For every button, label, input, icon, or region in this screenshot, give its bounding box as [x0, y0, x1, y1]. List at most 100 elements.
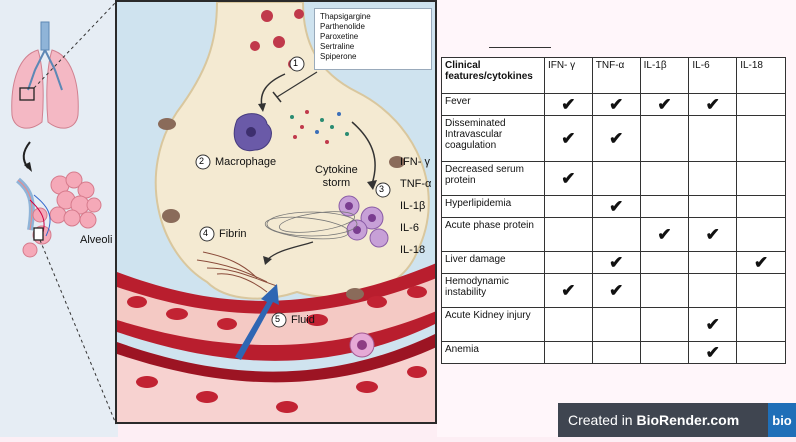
checkmark-icon: ✔ — [639, 93, 690, 116]
empty-cell — [736, 307, 786, 342]
feature-cell: Hemodynamic instability — [441, 273, 545, 308]
empty-cell — [736, 115, 786, 162]
watermark-text: Created in BioRender.com — [568, 412, 740, 428]
table-row: Disseminated Intravascular coagulation✔✔ — [441, 115, 786, 162]
empty-cell — [543, 307, 593, 342]
table-header-row: Clinical features/cytokines IFN- γ TNF-α… — [441, 57, 786, 94]
checkmark-icon: ✔ — [591, 195, 641, 218]
step-number: 5 — [275, 314, 281, 324]
header-il-6: IL-6 — [688, 57, 738, 94]
checkmark-icon: ✔ — [543, 93, 593, 116]
cytokine-storm-label: Cytokine storm — [315, 164, 358, 189]
feature-cell: Acute Kidney injury — [441, 307, 545, 342]
empty-cell — [688, 115, 738, 162]
biorender-watermark: Created in BioRender.com bio — [558, 403, 796, 437]
empty-cell — [736, 93, 786, 116]
drug-item: Paroxetine — [320, 32, 359, 41]
overview-panel: Alveoli — [0, 0, 118, 437]
lung-overview-illustration — [11, 1, 117, 425]
empty-cell — [688, 273, 738, 308]
empty-cell — [639, 341, 690, 364]
clinical-features-table: Clinical features/cytokines IFN- γ TNF-α… — [441, 57, 786, 364]
fluid-label: Fluid — [291, 314, 315, 326]
drug-item: Thapsigargine — [320, 12, 371, 21]
empty-cell — [591, 307, 641, 342]
empty-cell — [591, 161, 641, 196]
header-ifn-gamma: IFN- γ — [543, 57, 593, 94]
step-number: 1 — [293, 58, 299, 68]
step-number: 2 — [199, 156, 205, 166]
header-tnf-alpha: TNF-α — [591, 57, 641, 94]
empty-cell — [543, 195, 593, 218]
cytokine-label: IL-1β — [400, 200, 426, 212]
empty-cell — [688, 251, 738, 274]
checkmark-icon: ✔ — [736, 251, 786, 274]
table-row: Acute Kidney injury ✔ — [441, 307, 786, 342]
checkmark-icon: ✔ — [688, 93, 738, 116]
empty-cell — [736, 217, 786, 252]
cytokine-label-list: IFN- γ TNF-α IL-1β IL-6 IL-18 — [400, 156, 431, 266]
checkmark-icon: ✔ — [543, 161, 593, 196]
empty-cell — [543, 341, 593, 364]
alveoli-label: Alveoli — [80, 234, 113, 246]
checkmark-icon: ✔ — [688, 307, 738, 342]
empty-cell — [736, 195, 786, 218]
fibrin-label: Fibrin — [219, 228, 247, 240]
table-row: Hyperlipidemia ✔ — [441, 195, 786, 218]
table-row: Fever✔✔✔✔ — [441, 93, 786, 116]
table-row: Acute phase protein ✔✔ — [441, 217, 786, 252]
alveolus-detail-panel: Thapsigargine Parthenolide Paroxetine Se… — [115, 0, 437, 424]
empty-cell — [736, 341, 786, 364]
cytokine-label: IL-18 — [400, 244, 426, 256]
table-row: Hemodynamic instability✔✔ — [441, 273, 786, 308]
header-clinical-features: Clinical features/cytokines — [441, 57, 545, 94]
empty-cell — [543, 217, 593, 252]
feature-cell: Fever — [441, 93, 545, 116]
drug-list-box: Thapsigargine Parthenolide Paroxetine Se… — [314, 8, 432, 70]
checkmark-icon: ✔ — [543, 115, 593, 162]
empty-cell — [591, 341, 641, 364]
table-body: Fever✔✔✔✔Disseminated Intravascular coag… — [441, 93, 786, 364]
header-rule — [489, 47, 551, 48]
alveolus-illustration — [117, 2, 435, 422]
feature-cell: Hyperlipidemia — [441, 195, 545, 218]
macrophage-label: Macrophage — [215, 156, 277, 168]
biorender-logo-icon: bio — [768, 403, 796, 437]
feature-cell: Liver damage — [441, 251, 545, 274]
step-number: 4 — [203, 228, 209, 238]
empty-cell — [639, 161, 690, 196]
empty-cell — [736, 273, 786, 308]
header-il-1-beta: IL-1β — [639, 57, 690, 94]
empty-cell — [736, 161, 786, 196]
empty-cell — [639, 307, 690, 342]
drug-item: Spiperone — [320, 52, 357, 61]
step-number: 3 — [379, 184, 385, 194]
header-il-18: IL-18 — [736, 57, 786, 94]
empty-cell — [639, 115, 690, 162]
drug-item: Parthenolide — [320, 22, 365, 31]
empty-cell — [639, 251, 690, 274]
empty-cell — [688, 161, 738, 196]
feature-cell: Disseminated Intravascular coagulation — [441, 115, 545, 162]
table-row: Anemia ✔ — [441, 341, 786, 364]
empty-cell — [591, 217, 641, 252]
cytokine-label: IL-6 — [400, 222, 419, 234]
feature-cell: Decreased serum protein — [441, 161, 545, 196]
empty-cell — [688, 195, 738, 218]
empty-cell — [639, 273, 690, 308]
drug-item: Sertraline — [320, 42, 355, 51]
checkmark-icon: ✔ — [688, 341, 738, 364]
feature-cell: Acute phase protein — [441, 217, 545, 252]
checkmark-icon: ✔ — [688, 217, 738, 252]
checkmark-icon: ✔ — [591, 251, 641, 274]
checkmark-icon: ✔ — [543, 273, 593, 308]
checkmark-icon: ✔ — [639, 217, 690, 252]
cytokine-label: TNF-α — [400, 178, 432, 190]
empty-cell — [639, 195, 690, 218]
table-row: Decreased serum protein✔ — [441, 161, 786, 196]
feature-cell: Anemia — [441, 341, 545, 364]
cytokine-label: IFN- γ — [400, 156, 430, 168]
table-row: Liver damage ✔ ✔ — [441, 251, 786, 274]
checkmark-icon: ✔ — [591, 273, 641, 308]
empty-cell — [543, 251, 593, 274]
